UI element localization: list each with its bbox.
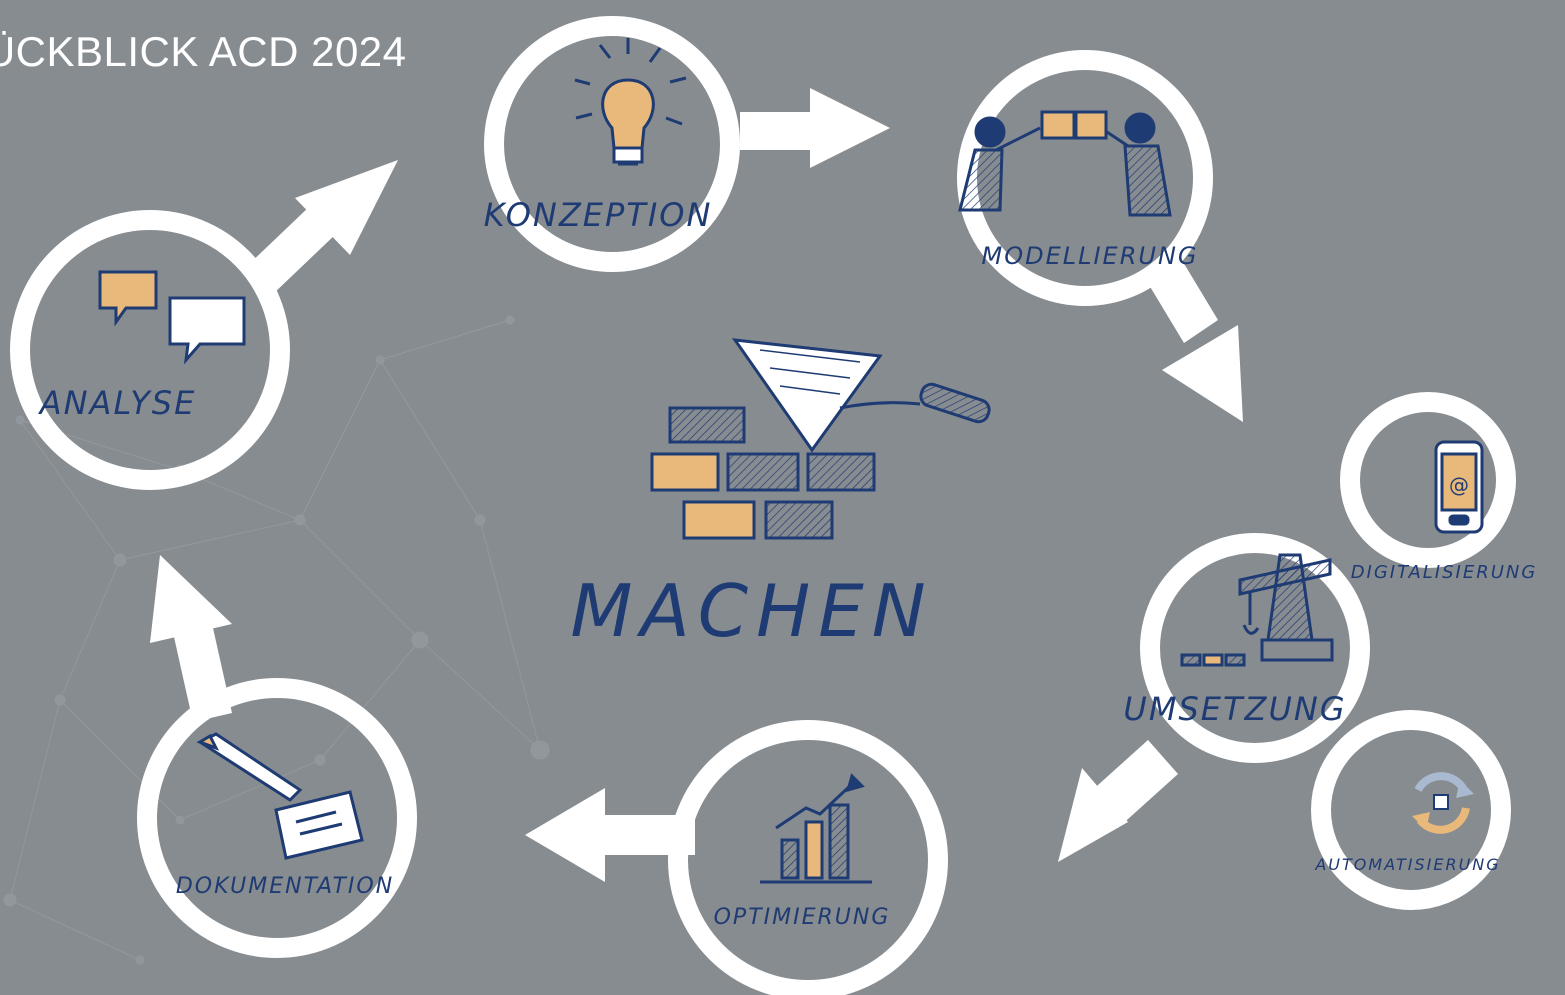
trowel-bricks-icon [650, 338, 991, 540]
ring-optimierung [668, 720, 948, 995]
label-konzeption: KONZEPTION [484, 196, 713, 234]
step-rings [10, 16, 1516, 995]
puzzle-people-icon [958, 110, 1172, 217]
pencil-document-icon [196, 732, 364, 860]
speech-bubbles-icon [98, 270, 246, 365]
ring-automatisierung [1311, 710, 1511, 910]
label-analyse: ANALYSE [38, 384, 197, 422]
smartphone-at-icon [1434, 440, 1484, 534]
arrow-analyse-to-konzeption [245, 160, 398, 295]
label-optimierung: OPTIMIERUNG [714, 905, 891, 930]
crane-icon [1180, 553, 1334, 667]
label-modellierung: MODELLIERUNG [981, 242, 1198, 270]
flow-arrows [150, 88, 1243, 882]
ring-konzeption [484, 16, 740, 272]
smartphone-at-glyph: @ [1449, 473, 1469, 497]
cycle-arrows-icon [1412, 772, 1474, 834]
ring-digitalisierung [1340, 392, 1516, 568]
label-dokumentation: DOKUMENTATION [176, 874, 394, 899]
ring-umsetzung [1140, 533, 1370, 763]
page-title: RÜCKBLICK ACD 2024 [0, 28, 460, 88]
label-digitalisierung: DIGITALISIERUNG [1351, 562, 1538, 583]
growth-chart-icon [760, 773, 872, 884]
ring-analyse [10, 210, 290, 490]
ring-dokumentation [137, 678, 417, 958]
page-title-text: RÜCKBLICK ACD 2024 [0, 28, 407, 75]
center-label: MACHEN [570, 569, 933, 653]
network-background [3, 315, 550, 965]
label-umsetzung: UMSETZUNG [1123, 690, 1346, 728]
lightbulb-icon [574, 38, 687, 166]
arrow-konzeption-to-modellierung [740, 88, 890, 168]
arrow-umsetzung-to-optimierung [1058, 740, 1178, 862]
label-automatisierung: AUTOMATISIERUNG [1314, 855, 1500, 874]
